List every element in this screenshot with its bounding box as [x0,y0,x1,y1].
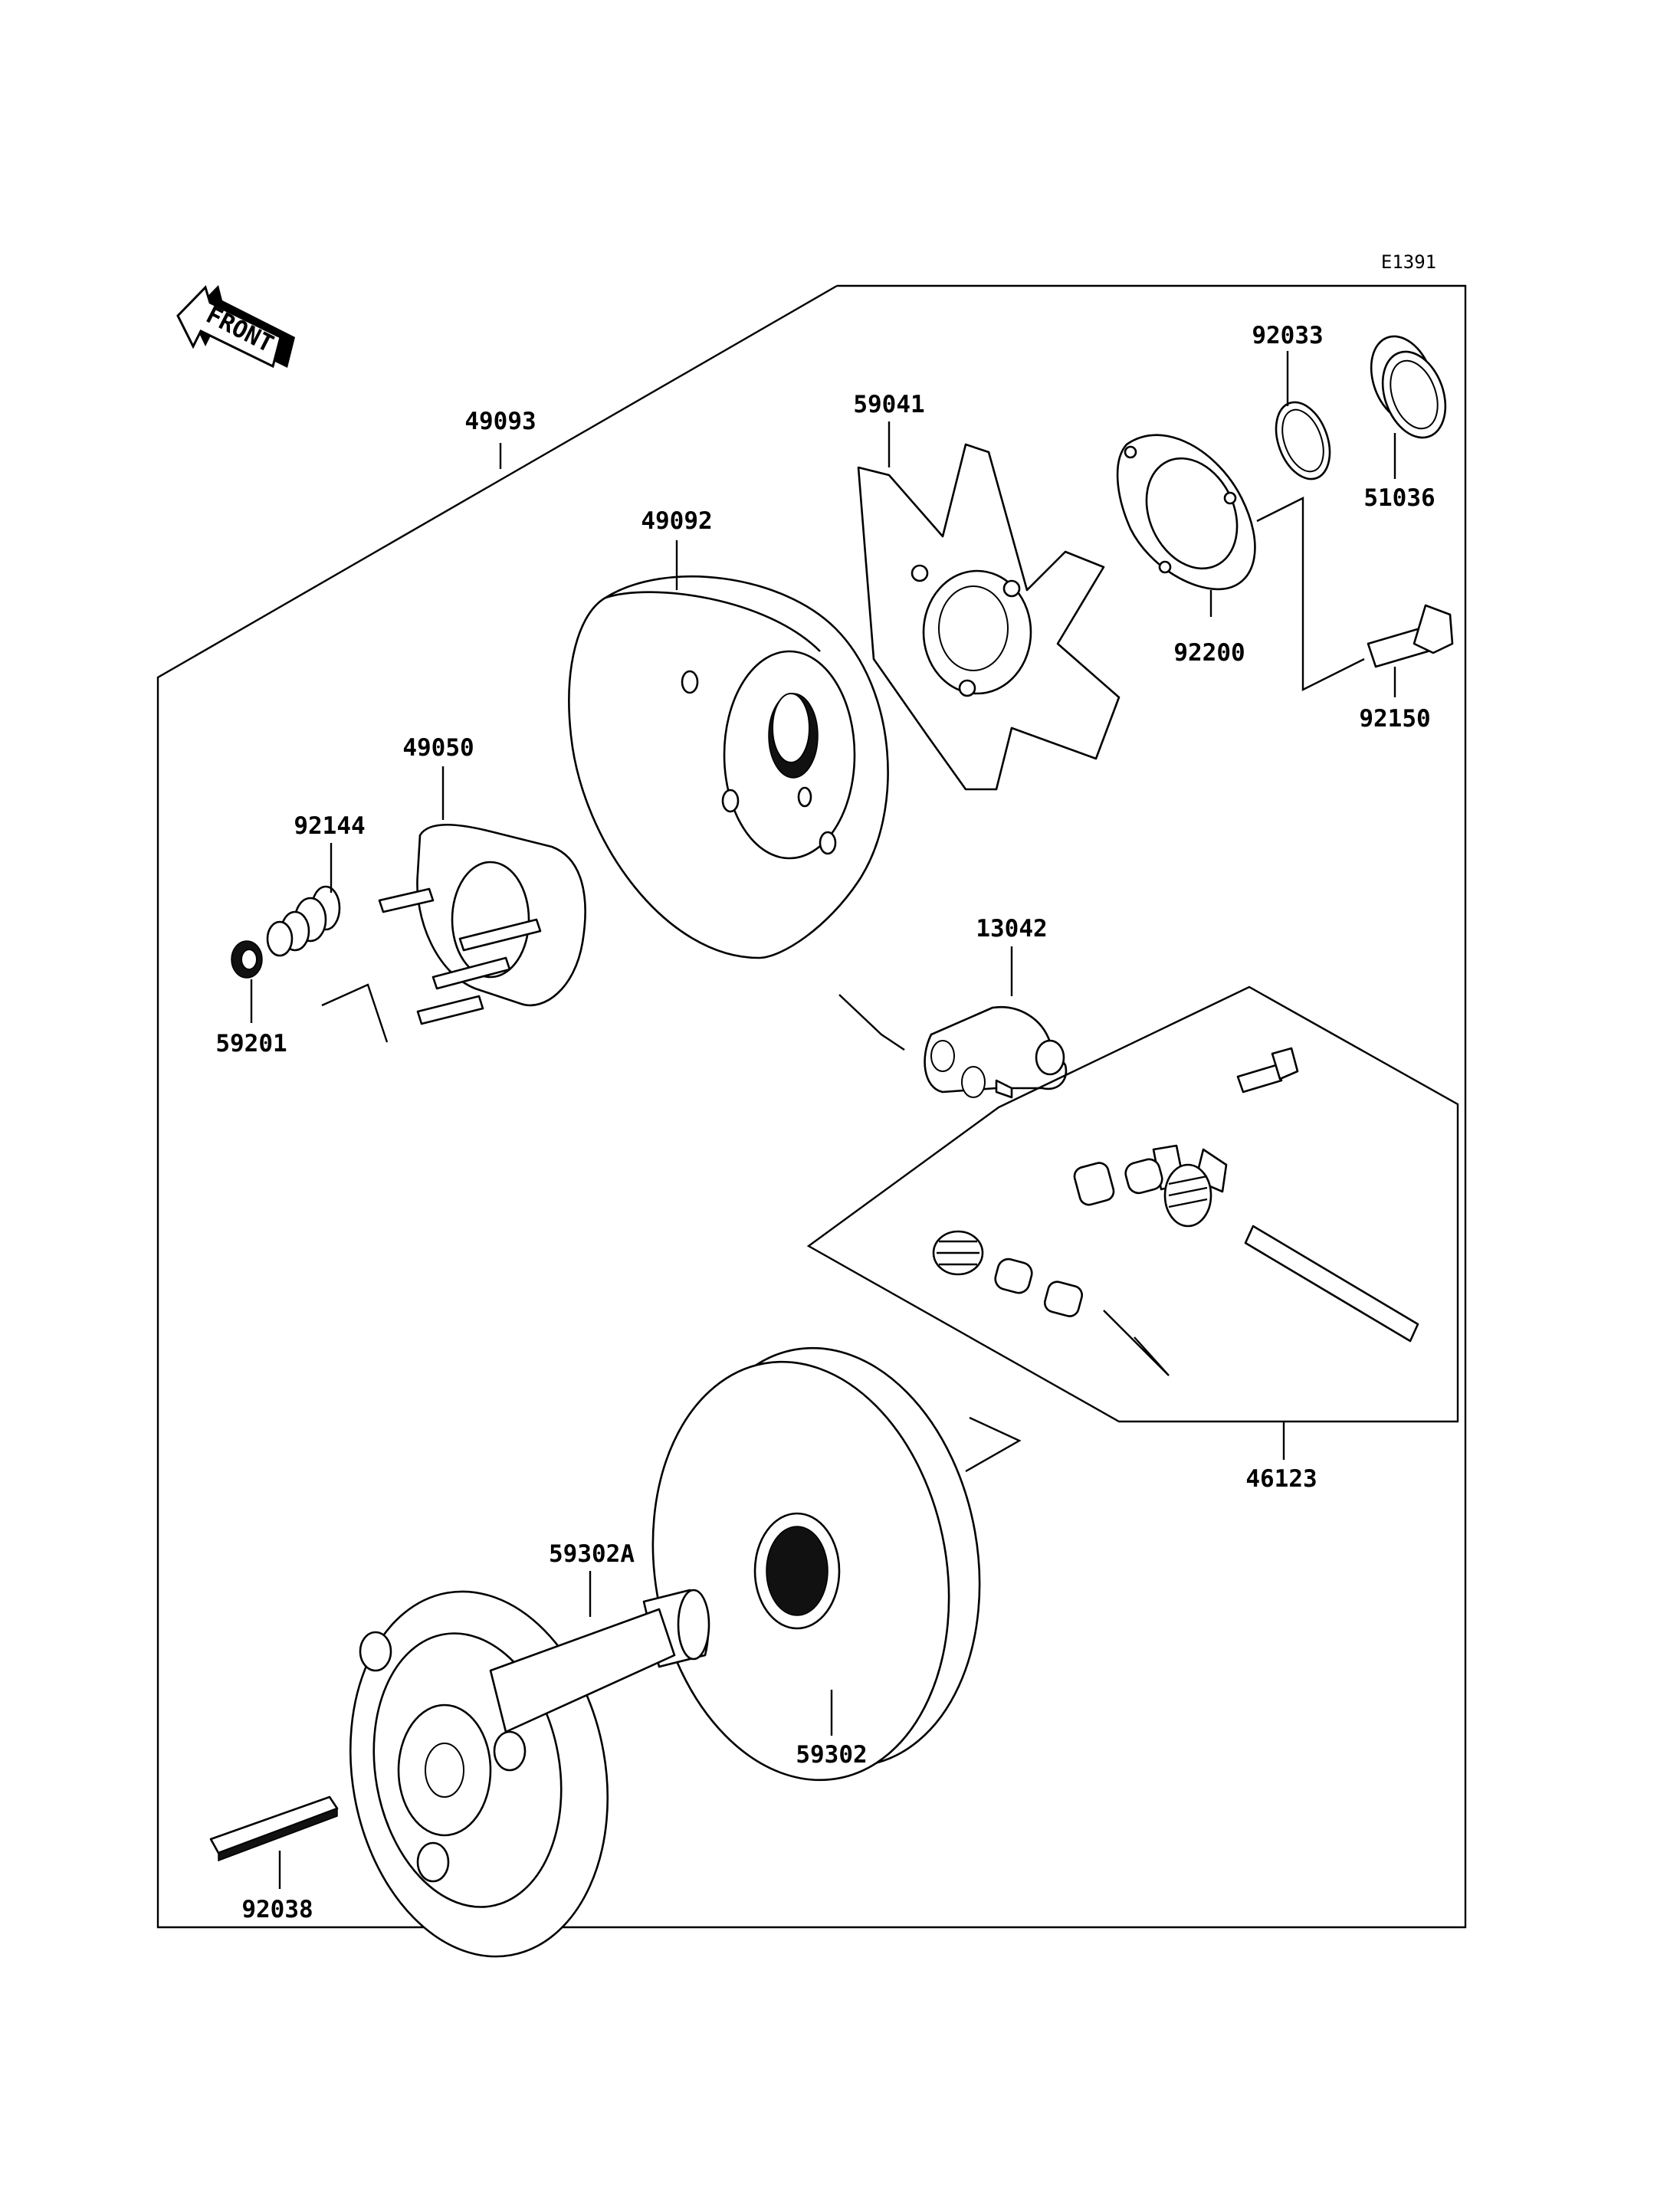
leader-lines [250,351,1396,1889]
boot-92144 [266,885,341,957]
ring-51036 [1370,335,1447,439]
label-92033: 92033 [1252,322,1323,349]
label-46123: 46123 [1245,1465,1317,1493]
leader-kit-arrow [1103,1310,1170,1376]
label-49050: 49050 [402,734,474,762]
label-49093: 49093 [464,408,536,435]
label-92038: 92038 [241,1896,313,1923]
leader-weight-arrow [838,994,905,1051]
spider-59041 [857,443,1121,791]
label-51036: 51036 [1363,484,1435,512]
bolt-92150 [1367,604,1454,668]
label-92200: 92200 [1173,639,1245,667]
drum-49092 [568,575,889,959]
front-direction-arrow-icon: FRONT [176,285,295,369]
circlip-92033 [1275,401,1331,480]
leader-hub-arrow [321,983,389,1043]
leader-sheave-arrow [965,1416,1022,1473]
diagram-code: E1391 [1381,251,1436,273]
sheave-59302 [651,1346,981,1782]
label-59041: 59041 [853,391,924,418]
label-59201: 59201 [215,1030,287,1058]
assembly-outline [156,284,1467,1929]
label-59302: 59302 [796,1741,867,1769]
hub-49050 [378,824,586,1025]
seal-59201 [231,940,263,979]
plate-92200 [1116,434,1256,591]
roller-kit-parts [932,1047,1419,1343]
leader-92150-group [1256,497,1365,691]
kit-46123-outline [806,985,1459,1423]
fixed-sheave-59302A [349,1589,710,1958]
label-92144: 92144 [294,812,365,840]
key-92038 [209,1795,339,1862]
weight-13042 [924,1005,1068,1099]
label-49092: 49092 [641,507,712,535]
label-13042: 13042 [976,915,1047,943]
label-59302A: 59302A [549,1540,635,1568]
label-92150: 92150 [1359,705,1430,733]
